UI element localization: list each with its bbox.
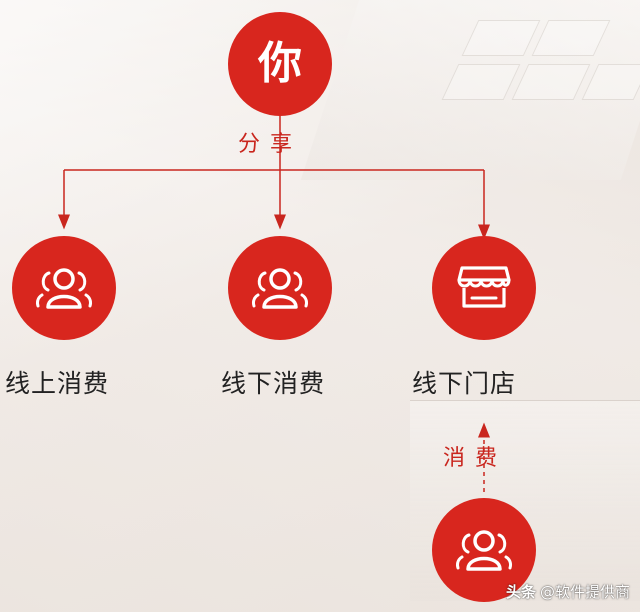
- people-icon: [36, 268, 92, 309]
- consume-label: 消费: [443, 446, 508, 471]
- root-node: 你: [228, 12, 332, 116]
- offline-node-label: 线下消费: [221, 369, 326, 398]
- watermark-brand: 头条: [505, 583, 536, 601]
- online-node: [12, 236, 116, 340]
- people-icon: [252, 268, 308, 309]
- online-node-label: 线上消费: [5, 369, 110, 398]
- share-label: 分享: [238, 132, 303, 157]
- customer-node: [432, 498, 536, 602]
- people-icon: [456, 530, 512, 571]
- root-label: 你: [258, 38, 302, 89]
- offline-node: [228, 236, 332, 340]
- store-node: [432, 236, 536, 340]
- store-node-label: 线下门店: [412, 369, 517, 398]
- watermark: 头条@软件提供商: [506, 581, 630, 602]
- watermark-account: @软件提供商: [539, 583, 630, 601]
- store-icon: [457, 266, 511, 308]
